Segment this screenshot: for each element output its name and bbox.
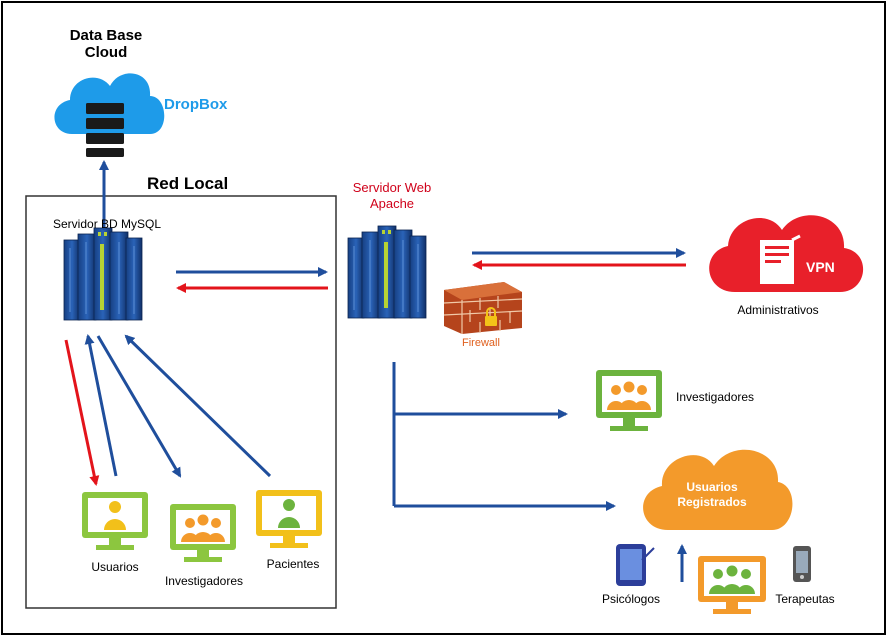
- arrow-pacientes-to-mysql: [124, 334, 272, 478]
- dropbox-label: DropBox: [164, 96, 228, 113]
- monitor-registered-group-icon: [698, 556, 766, 614]
- tablet-icon: [616, 544, 655, 586]
- monitor-remote-investigadores-icon: [596, 370, 662, 431]
- remote-investigadores-label: Investigadores: [676, 390, 755, 404]
- mysql-server-label: Servidor BD MySQL: [53, 217, 162, 231]
- web-server-title-line1: Servidor Web: [352, 180, 432, 195]
- mysql-server-icon: [63, 227, 143, 321]
- apache-server-icon: [347, 225, 427, 319]
- investigadores-label: Investigadores: [164, 574, 244, 588]
- usuarios-label: Usuarios: [91, 560, 139, 574]
- database-title-line1: Data Base: [69, 27, 143, 44]
- psicologos-label: Psicólogos: [601, 592, 661, 606]
- arrow-mysql-to-usuarios: [64, 339, 100, 486]
- monitor-pacientes-icon: [256, 490, 322, 548]
- arrow-mysql-to-investigadores: [96, 335, 182, 478]
- database-title-line2: Cloud: [84, 44, 128, 61]
- connection-arrows: [64, 160, 687, 582]
- arrow-usuarios-to-mysql: [84, 334, 118, 477]
- registered-users-line2: Registrados: [677, 495, 747, 509]
- registered-users-line1: Usuarios: [686, 480, 738, 494]
- local-network-box: [25, 195, 337, 609]
- dropbox-cloud-icon: [54, 73, 165, 157]
- phone-icon: [793, 546, 811, 582]
- vpn-cloud-icon: [709, 215, 864, 292]
- web-server-title: Servidor Web Apache: [353, 180, 432, 212]
- monitor-usuarios-icon: [82, 492, 148, 550]
- registered-users-cloud-text: Usuarios Registrados: [677, 480, 746, 510]
- firewall-icon: [443, 282, 523, 334]
- web-server-title-line2: Apache: [369, 196, 415, 211]
- monitor-investigadores-icon: [170, 504, 236, 562]
- vpn-label: Administrativos: [737, 303, 819, 317]
- pacientes-label: Pacientes: [266, 557, 320, 571]
- firewall-label: Firewall: [462, 337, 500, 349]
- database-title: Data Base Cloud: [70, 27, 143, 61]
- terapeutas-label: Terapeutas: [775, 592, 835, 606]
- registered-users-cloud-icon: [643, 449, 793, 530]
- local-network-title: Red Local: [147, 174, 229, 193]
- vpn-cloud-text: VPN: [806, 259, 835, 275]
